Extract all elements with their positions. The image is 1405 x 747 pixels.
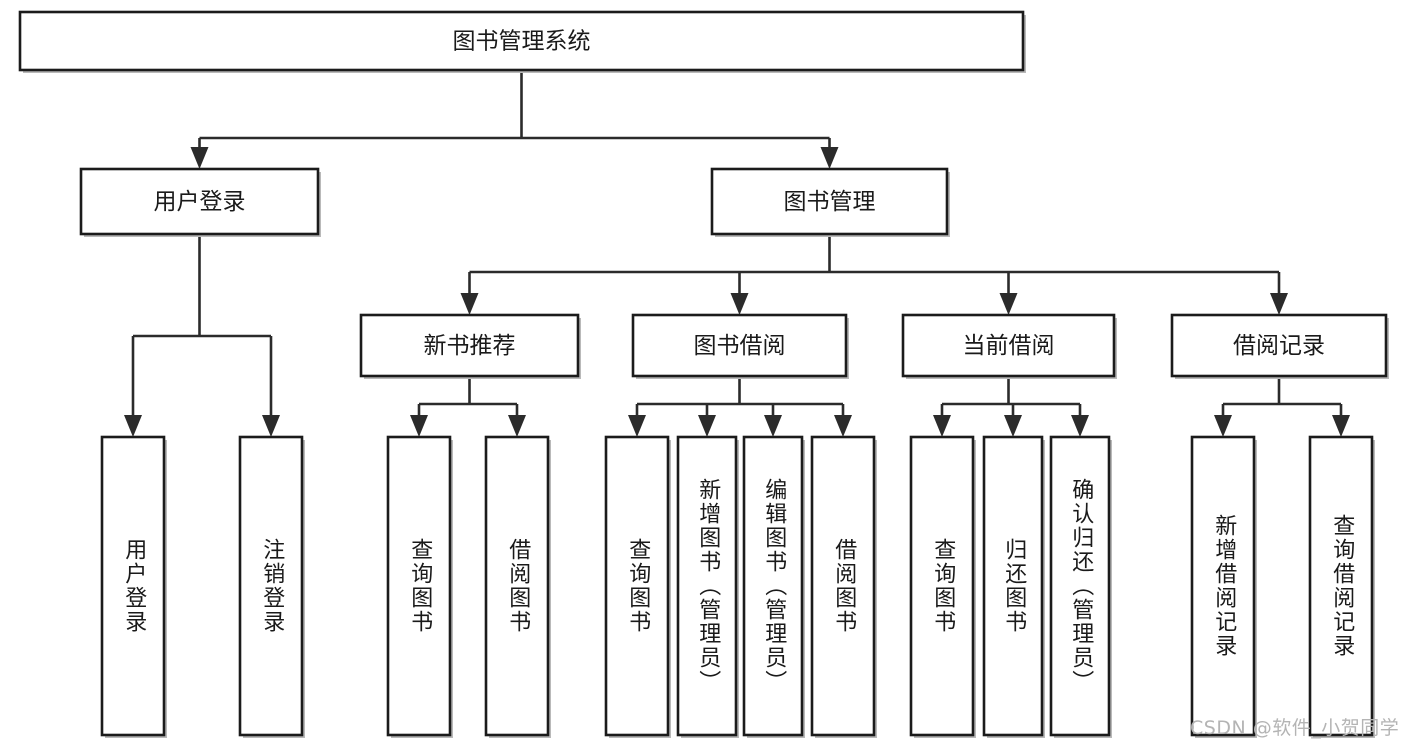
node-leaf-11-新增借阅记录[interactable] — [1190, 435, 1256, 737]
node-root-图书管理系统-label: 图书管理系统 — [453, 29, 591, 55]
arrow-down-icon-level3-新书推荐 — [460, 293, 479, 315]
node-leaf-10-确认归还管理员[interactable] — [1049, 435, 1111, 737]
node-leaf-1-注销登录[interactable] — [238, 435, 304, 737]
node-level2-图书管理-label: 图书管理 — [784, 189, 876, 215]
node-leaf-9-归还图书[interactable] — [982, 435, 1044, 737]
arrow-down-icon-leaf-查询图书 — [628, 415, 646, 437]
node-leaf-7-借阅图书[interactable] — [810, 435, 876, 737]
node-level3-新书推荐-label: 新书推荐 — [424, 333, 516, 359]
arrow-down-icon-leaf-用户登录 — [124, 415, 142, 437]
arrow-down-icon-level3-当前借阅 — [999, 293, 1018, 315]
node-level3-当前借阅-label: 当前借阅 — [963, 333, 1055, 359]
node-level3-图书借阅[interactable] — [631, 313, 848, 378]
node-level3-新书推荐[interactable] — [359, 313, 580, 378]
node-level3-借阅记录[interactable] — [1170, 313, 1388, 378]
node-root-图书管理系统[interactable] — [18, 10, 1025, 72]
connector-layer — [124, 70, 1350, 437]
node-leaf-3-借阅图书[interactable] — [484, 435, 550, 737]
arrow-down-icon-level3-图书借阅 — [730, 293, 749, 315]
node-level2-用户登录[interactable] — [79, 167, 320, 236]
arrow-down-icon-leaf-借阅图书 — [508, 415, 526, 437]
node-leaf-6-编辑图书管理员[interactable] — [742, 435, 804, 737]
node-leaf-5-新增图书管理员[interactable] — [676, 435, 738, 737]
csdn-watermark: CSDN @软件_小贺同学 — [1190, 717, 1400, 739]
node-leaf-8-查询图书[interactable] — [909, 435, 975, 737]
node-level2-图书管理[interactable] — [710, 167, 949, 236]
node-level3-借阅记录-label: 借阅记录 — [1233, 333, 1325, 359]
arrow-down-icon-leaf-新增借阅记录 — [1214, 415, 1232, 437]
node-leaf-12-查询借阅记录[interactable] — [1308, 435, 1374, 737]
node-level3-当前借阅[interactable] — [901, 313, 1116, 378]
arrow-down-icon-leaf-编辑图书管理员 — [764, 415, 782, 437]
arrow-down-icon-leaf-查询借阅记录 — [1332, 415, 1350, 437]
arrow-down-icon-leaf-新增图书管理员 — [698, 415, 716, 437]
node-level2-用户登录-label: 用户登录 — [154, 189, 246, 215]
arrow-down-icon-level3-借阅记录 — [1270, 293, 1288, 315]
arrow-down-icon-leaf-借阅图书 — [834, 415, 852, 437]
box-layer — [18, 10, 1389, 738]
arrow-down-icon-leaf-确认归还管理员 — [1071, 415, 1089, 437]
arrow-down-icon-level2-用户登录 — [190, 147, 209, 169]
node-leaf-0-用户登录[interactable] — [100, 435, 166, 737]
arrow-down-icon-level2-图书管理 — [820, 147, 839, 169]
arrow-down-icon-leaf-注销登录 — [262, 415, 280, 437]
arrow-down-icon-leaf-归还图书 — [1004, 415, 1022, 437]
arrow-down-icon-leaf-查询图书 — [410, 415, 428, 437]
node-leaf-2-查询图书[interactable] — [386, 435, 452, 737]
node-level3-图书借阅-label: 图书借阅 — [694, 333, 786, 359]
arrow-down-icon-leaf-查询图书 — [933, 415, 951, 437]
node-leaf-4-查询图书[interactable] — [604, 435, 670, 737]
